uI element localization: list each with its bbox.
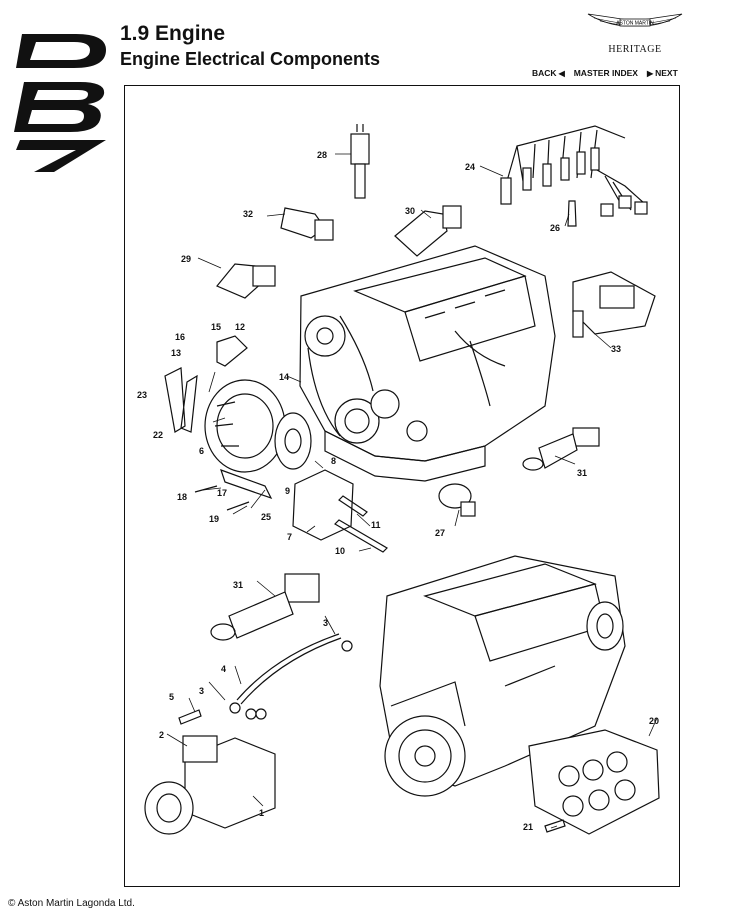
sensor-32 xyxy=(280,207,334,241)
part-callouts: 28 24 32 30 26 29 16 15 12 13 33 14 23 2… xyxy=(137,150,659,832)
sensor-29 xyxy=(216,263,276,299)
callout-31-lower: 31 xyxy=(233,580,243,590)
callout-18: 18 xyxy=(177,492,187,502)
ignition-leads xyxy=(500,125,648,217)
title-block: 1.9 Engine Engine Electrical Components xyxy=(120,22,380,70)
leader-lines xyxy=(166,153,658,829)
bolt-21 xyxy=(544,819,566,833)
next-label: NEXT xyxy=(655,68,678,78)
bracket-12-15 xyxy=(216,335,248,367)
callout-8: 8 xyxy=(331,456,336,466)
callout-20: 20 xyxy=(649,716,659,726)
callout-5: 5 xyxy=(169,692,174,702)
sensor-28 xyxy=(350,124,370,199)
starter-motor xyxy=(144,735,276,835)
callout-7: 7 xyxy=(287,532,292,542)
callout-2: 2 xyxy=(159,730,164,740)
section-title: 1.9 Engine xyxy=(120,22,226,45)
callout-31-upper: 31 xyxy=(577,468,587,478)
back-label: BACK xyxy=(532,68,557,78)
next-link[interactable]: ▶ NEXT xyxy=(647,68,678,78)
callout-15: 15 xyxy=(211,322,221,332)
callout-32: 32 xyxy=(243,209,253,219)
bolt-10 xyxy=(334,519,388,553)
callout-1: 1 xyxy=(259,808,264,818)
callout-19: 19 xyxy=(209,514,219,524)
callout-12: 12 xyxy=(235,322,245,332)
callout-10: 10 xyxy=(335,546,345,556)
coil-pack-33 xyxy=(572,271,656,338)
mount-plate-7 xyxy=(292,469,354,541)
callout-14: 14 xyxy=(279,372,289,382)
callout-29: 29 xyxy=(181,254,191,264)
bracket-17-25 xyxy=(220,469,273,500)
bolt-19 xyxy=(226,501,250,511)
callout-26: 26 xyxy=(550,223,560,233)
bolt-5 xyxy=(178,709,202,725)
callout-28: 28 xyxy=(317,150,327,160)
sensor-30 xyxy=(394,205,462,257)
callout-4: 4 xyxy=(221,664,226,674)
spark-plug xyxy=(567,200,577,227)
sensor-31-upper xyxy=(522,427,600,471)
exploded-parts-diagram: 28 24 32 30 26 29 16 15 12 13 33 14 23 2… xyxy=(137,124,660,835)
triangle-right-icon: ▶ xyxy=(646,68,654,78)
coil-pack-20 xyxy=(528,729,660,835)
db7-logo xyxy=(14,34,106,172)
callout-13: 13 xyxy=(171,348,181,358)
callout-24: 24 xyxy=(465,162,475,172)
callout-6: 6 xyxy=(199,446,204,456)
master-index-link[interactable]: MASTER INDEX xyxy=(574,68,638,78)
bracket-22-23 xyxy=(164,367,198,433)
callout-27: 27 xyxy=(435,528,445,538)
bolt-11 xyxy=(338,495,368,517)
callout-30: 30 xyxy=(405,206,415,216)
upper-engine-illustration xyxy=(299,245,556,482)
callout-33: 33 xyxy=(611,344,621,354)
callout-3-lower: 3 xyxy=(199,686,204,696)
triangle-left-icon: ◀ xyxy=(558,68,565,78)
lower-engine-illustration xyxy=(379,555,626,797)
navigation-bar: BACK ◀ MASTER INDEX ▶ NEXT xyxy=(532,68,678,78)
master-index-label: MASTER INDEX xyxy=(573,68,638,78)
callout-3-upper: 3 xyxy=(323,618,328,628)
callout-23: 23 xyxy=(137,390,147,400)
back-link[interactable]: BACK ◀ xyxy=(532,68,565,78)
copyright-notice: © Aston Martin Lagonda Ltd. xyxy=(8,898,135,909)
alternator xyxy=(204,379,312,473)
heritage-label: HERITAGE xyxy=(608,44,662,55)
section-subtitle: Engine Electrical Components xyxy=(120,49,381,69)
brand-logo: ASTON MARTIN HERITAGE xyxy=(585,8,685,55)
diagram-frame: 28 24 32 30 26 29 16 15 12 13 33 14 23 2… xyxy=(124,85,680,887)
brand-name: ASTON MARTIN xyxy=(616,21,654,27)
callout-9: 9 xyxy=(285,486,290,496)
callout-22: 22 xyxy=(153,430,163,440)
sensor-31-lower xyxy=(210,573,320,641)
callout-25: 25 xyxy=(261,512,271,522)
callout-21: 21 xyxy=(523,822,533,832)
callout-11: 11 xyxy=(371,520,381,530)
sensor-27 xyxy=(438,483,476,517)
callout-17: 17 xyxy=(217,488,227,498)
callout-16: 16 xyxy=(175,332,185,342)
aston-martin-wings-logo: ASTON MARTIN xyxy=(587,13,683,27)
battery-cable xyxy=(229,633,353,720)
bolt-18 xyxy=(194,485,218,493)
